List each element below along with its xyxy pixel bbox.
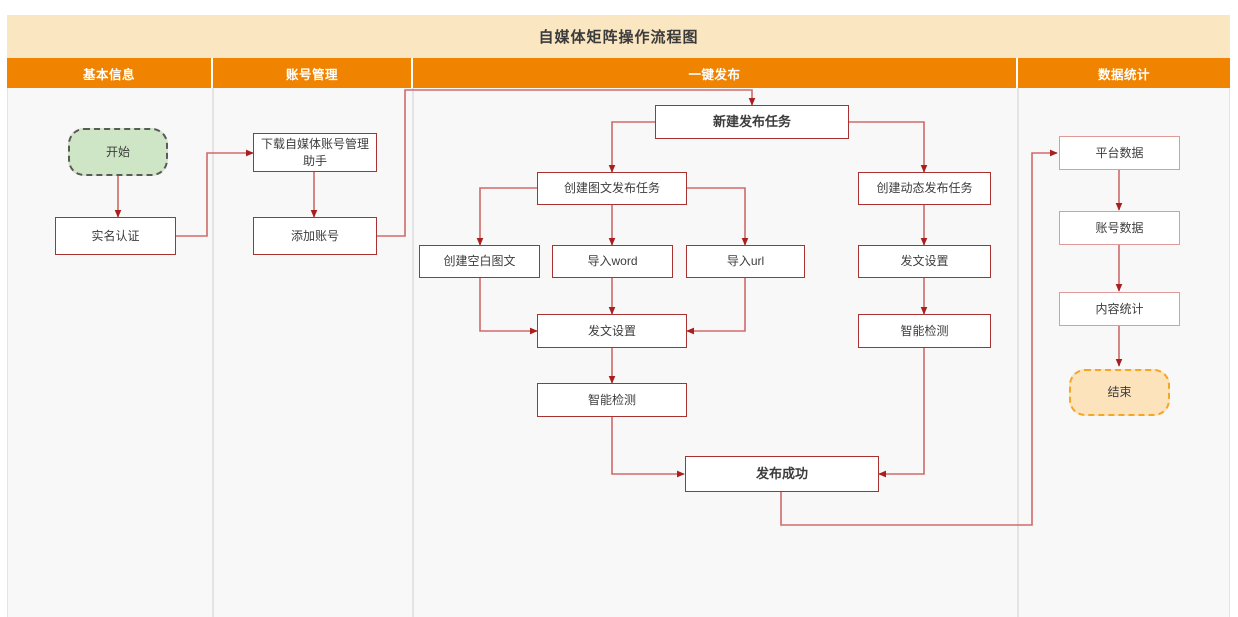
node-label: 发布成功: [755, 466, 808, 482]
lane-header-account-mgmt: 账号管理: [213, 58, 413, 88]
node-start[interactable]: 开始: [68, 128, 168, 176]
lane-header-label: 数据统计: [1097, 67, 1150, 82]
lane-header-data-stats: 数据统计: [1018, 58, 1230, 88]
node-import-url[interactable]: 导入url: [686, 245, 805, 278]
node-create-dynamic-task[interactable]: 创建动态发布任务: [858, 172, 991, 205]
node-label: 下载自媒体账号管理助手: [260, 137, 369, 168]
lane-header-label: 一键发布: [688, 67, 741, 82]
node-label: 平台数据: [1095, 145, 1144, 160]
chart-title: 自媒体矩阵操作流程图: [538, 29, 699, 46]
node-label: 导入url: [726, 254, 765, 269]
lane-column-one-key-pub: [413, 88, 1018, 617]
node-account-data[interactable]: 账号数据: [1059, 211, 1180, 245]
lane-header-basic-info: 基本信息: [7, 58, 213, 88]
node-label: 实名认证: [91, 228, 140, 243]
node-download-helper[interactable]: 下载自媒体账号管理助手: [253, 133, 377, 172]
node-import-word[interactable]: 导入word: [552, 245, 673, 278]
node-content-stats[interactable]: 内容统计: [1059, 292, 1180, 326]
node-add-account[interactable]: 添加账号: [253, 217, 377, 255]
lane-header-one-key-pub: 一键发布: [413, 58, 1018, 88]
node-label: 新建发布任务: [712, 114, 791, 130]
node-create-image-text-task[interactable]: 创建图文发布任务: [537, 172, 687, 205]
node-label: 智能检测: [900, 323, 949, 338]
node-label: 创建动态发布任务: [876, 181, 973, 196]
node-label: 创建图文发布任务: [563, 181, 660, 196]
lane-header-label: 基本信息: [82, 67, 135, 82]
node-post-settings-dynamic[interactable]: 发文设置: [858, 245, 991, 278]
node-label: 导入word: [587, 254, 638, 269]
node-new-publish-task[interactable]: 新建发布任务: [655, 105, 849, 139]
node-publish-success[interactable]: 发布成功: [685, 456, 879, 492]
chart-title-bar: 自媒体矩阵操作流程图: [7, 15, 1230, 58]
node-realname-auth[interactable]: 实名认证: [55, 217, 176, 255]
node-label: 发文设置: [587, 323, 636, 338]
node-smart-check-imagetext[interactable]: 智能检测: [537, 383, 687, 417]
node-post-settings-imagetext[interactable]: 发文设置: [537, 314, 687, 348]
lane-header-label: 账号管理: [285, 67, 338, 82]
node-label: 结束: [1107, 385, 1132, 400]
node-end[interactable]: 结束: [1069, 369, 1170, 416]
node-create-blank-imagetext[interactable]: 创建空白图文: [419, 245, 540, 278]
node-label: 创建空白图文: [443, 254, 516, 269]
node-label: 智能检测: [587, 392, 636, 407]
node-label: 发文设置: [900, 254, 949, 269]
node-label: 内容统计: [1095, 301, 1144, 316]
node-label: 添加账号: [290, 228, 339, 243]
node-platform-data[interactable]: 平台数据: [1059, 136, 1180, 170]
node-smart-check-dynamic[interactable]: 智能检测: [858, 314, 991, 348]
node-label: 开始: [105, 144, 130, 159]
node-label: 账号数据: [1095, 220, 1144, 235]
